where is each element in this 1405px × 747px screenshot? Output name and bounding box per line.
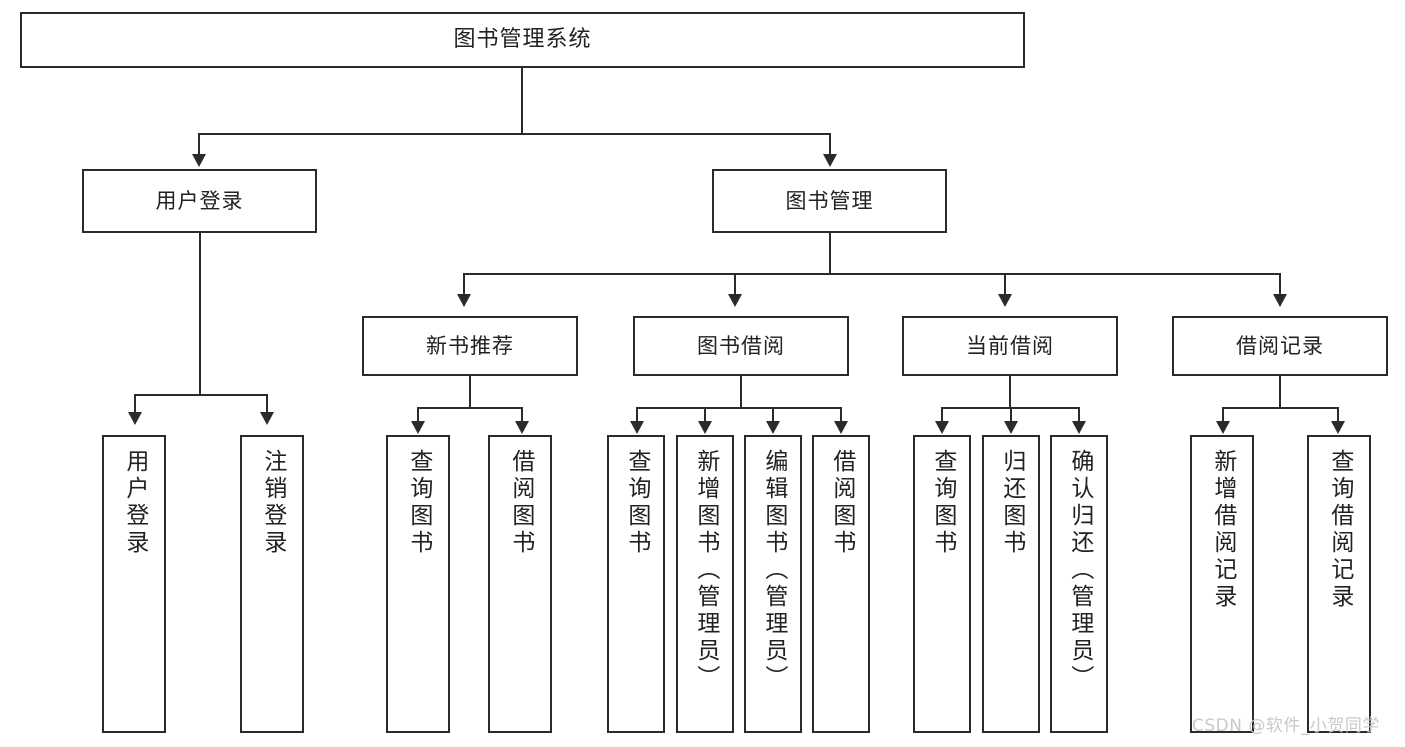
connector-bm-to-borrow-record xyxy=(1279,273,1281,295)
node-label: 新增图书（管理员） xyxy=(692,449,719,692)
leaf-book-borrow-borrow-book[interactable]: 借阅图书 xyxy=(812,435,870,733)
connector-user-login-to-leaf-2 xyxy=(266,394,268,413)
node-label: 借阅记录 xyxy=(1236,333,1324,358)
node-new-book-recommend[interactable]: 新书推荐 xyxy=(362,316,578,376)
arrow-cb-to-leaf-3 xyxy=(1072,421,1086,434)
connector-bb-to-leaf-4 xyxy=(840,407,842,422)
node-label: 图书管理系统 xyxy=(453,27,592,53)
leaf-current-borrow-query-book[interactable]: 查询图书 xyxy=(913,435,971,733)
connector-root-to-book-management xyxy=(829,133,831,156)
connector-book-management-stem xyxy=(829,233,831,274)
connector-book-borrow-stem xyxy=(740,376,742,408)
node-book-borrow[interactable]: 图书借阅 xyxy=(633,316,849,376)
arrow-cb-to-leaf-2 xyxy=(1004,421,1018,434)
node-label: 查询图书 xyxy=(405,449,432,557)
connector-bm-to-current-borrow xyxy=(1004,273,1006,295)
connector-nb-to-leaf-2 xyxy=(521,407,523,422)
arrow-bb-to-leaf-4 xyxy=(834,421,848,434)
leaf-new-book-query-book[interactable]: 查询图书 xyxy=(386,435,450,733)
node-borrow-record[interactable]: 借阅记录 xyxy=(1172,316,1388,376)
node-label: 借阅图书 xyxy=(507,449,534,557)
leaf-user-login-logout[interactable]: 注销登录 xyxy=(240,435,304,733)
connector-cb-to-leaf-1 xyxy=(941,407,943,422)
arrow-bm-to-current-borrow xyxy=(998,294,1012,307)
connector-br-to-leaf-2 xyxy=(1337,407,1339,422)
leaf-new-book-borrow-book[interactable]: 借阅图书 xyxy=(488,435,552,733)
connector-new-book-bar xyxy=(417,407,522,409)
node-label: 查询借阅记录 xyxy=(1326,449,1353,611)
connector-user-login-bar xyxy=(134,394,266,396)
leaf-current-borrow-return-book[interactable]: 归还图书 xyxy=(982,435,1040,733)
leaf-current-borrow-confirm-return-admin[interactable]: 确认归还（管理员） xyxy=(1050,435,1108,733)
arrow-user-login-to-leaf-2 xyxy=(260,412,274,425)
connector-current-borrow-stem xyxy=(1009,376,1011,408)
node-label: 编辑图书（管理员） xyxy=(760,449,787,692)
node-root-book-management-system[interactable]: 图书管理系统 xyxy=(20,12,1025,68)
arrow-root-to-book-management xyxy=(823,154,837,167)
arrow-br-to-leaf-1 xyxy=(1216,421,1230,434)
node-user-login[interactable]: 用户登录 xyxy=(82,169,317,233)
connector-bb-to-leaf-3 xyxy=(772,407,774,422)
node-label: 归还图书 xyxy=(998,449,1025,557)
connector-borrow-record-stem xyxy=(1279,376,1281,408)
node-label: 用户登录 xyxy=(121,449,148,557)
leaf-book-borrow-add-book-admin[interactable]: 新增图书（管理员） xyxy=(676,435,734,733)
connector-nb-to-leaf-1 xyxy=(417,407,419,422)
arrow-nb-to-leaf-2 xyxy=(515,421,529,434)
leaf-book-borrow-edit-book-admin[interactable]: 编辑图书（管理员） xyxy=(744,435,802,733)
node-label: 借阅图书 xyxy=(828,449,855,557)
node-label: 查询图书 xyxy=(929,449,956,557)
connector-bb-to-leaf-1 xyxy=(636,407,638,422)
node-book-management[interactable]: 图书管理 xyxy=(712,169,947,233)
node-label: 用户登录 xyxy=(155,188,244,213)
arrow-nb-to-leaf-1 xyxy=(411,421,425,434)
connector-root-bar xyxy=(198,133,830,135)
node-label: 注销登录 xyxy=(259,449,286,557)
node-label: 当前借阅 xyxy=(966,333,1054,358)
leaf-borrow-record-add-record[interactable]: 新增借阅记录 xyxy=(1190,435,1254,733)
connector-user-login-stem xyxy=(199,233,201,395)
connector-book-borrow-bar xyxy=(636,407,841,409)
leaf-user-login-login[interactable]: 用户登录 xyxy=(102,435,166,733)
connector-book-management-bar xyxy=(463,273,1280,275)
node-current-borrow[interactable]: 当前借阅 xyxy=(902,316,1118,376)
arrow-bm-to-new-book xyxy=(457,294,471,307)
arrow-root-to-user-login xyxy=(192,154,206,167)
connector-bm-to-book-borrow xyxy=(734,273,736,295)
connector-bm-to-new-book xyxy=(463,273,465,295)
leaf-borrow-record-query-record[interactable]: 查询借阅记录 xyxy=(1307,435,1371,733)
node-label: 图书借阅 xyxy=(697,333,785,358)
connector-root-to-user-login xyxy=(198,133,200,156)
connector-user-login-to-leaf-1 xyxy=(134,394,136,413)
arrow-user-login-to-leaf-1 xyxy=(128,412,142,425)
connector-br-to-leaf-1 xyxy=(1222,407,1224,422)
node-label: 确认归还（管理员） xyxy=(1066,449,1093,692)
node-label: 查询图书 xyxy=(623,449,650,557)
leaf-book-borrow-query-book[interactable]: 查询图书 xyxy=(607,435,665,733)
arrow-bm-to-book-borrow xyxy=(728,294,742,307)
arrow-bb-to-leaf-2 xyxy=(698,421,712,434)
connector-cb-to-leaf-3 xyxy=(1078,407,1080,422)
arrow-bb-to-leaf-1 xyxy=(630,421,644,434)
connector-borrow-record-bar xyxy=(1222,407,1338,409)
node-label: 图书管理 xyxy=(785,188,874,213)
connector-new-book-stem xyxy=(469,376,471,408)
arrow-bm-to-borrow-record xyxy=(1273,294,1287,307)
connector-bb-to-leaf-2 xyxy=(704,407,706,422)
connector-root-stem xyxy=(521,68,523,134)
connector-cb-to-leaf-2 xyxy=(1010,407,1012,422)
arrow-cb-to-leaf-1 xyxy=(935,421,949,434)
node-label: 新书推荐 xyxy=(426,333,514,358)
node-label: 新增借阅记录 xyxy=(1209,449,1236,611)
arrow-bb-to-leaf-3 xyxy=(766,421,780,434)
arrow-br-to-leaf-2 xyxy=(1331,421,1345,434)
